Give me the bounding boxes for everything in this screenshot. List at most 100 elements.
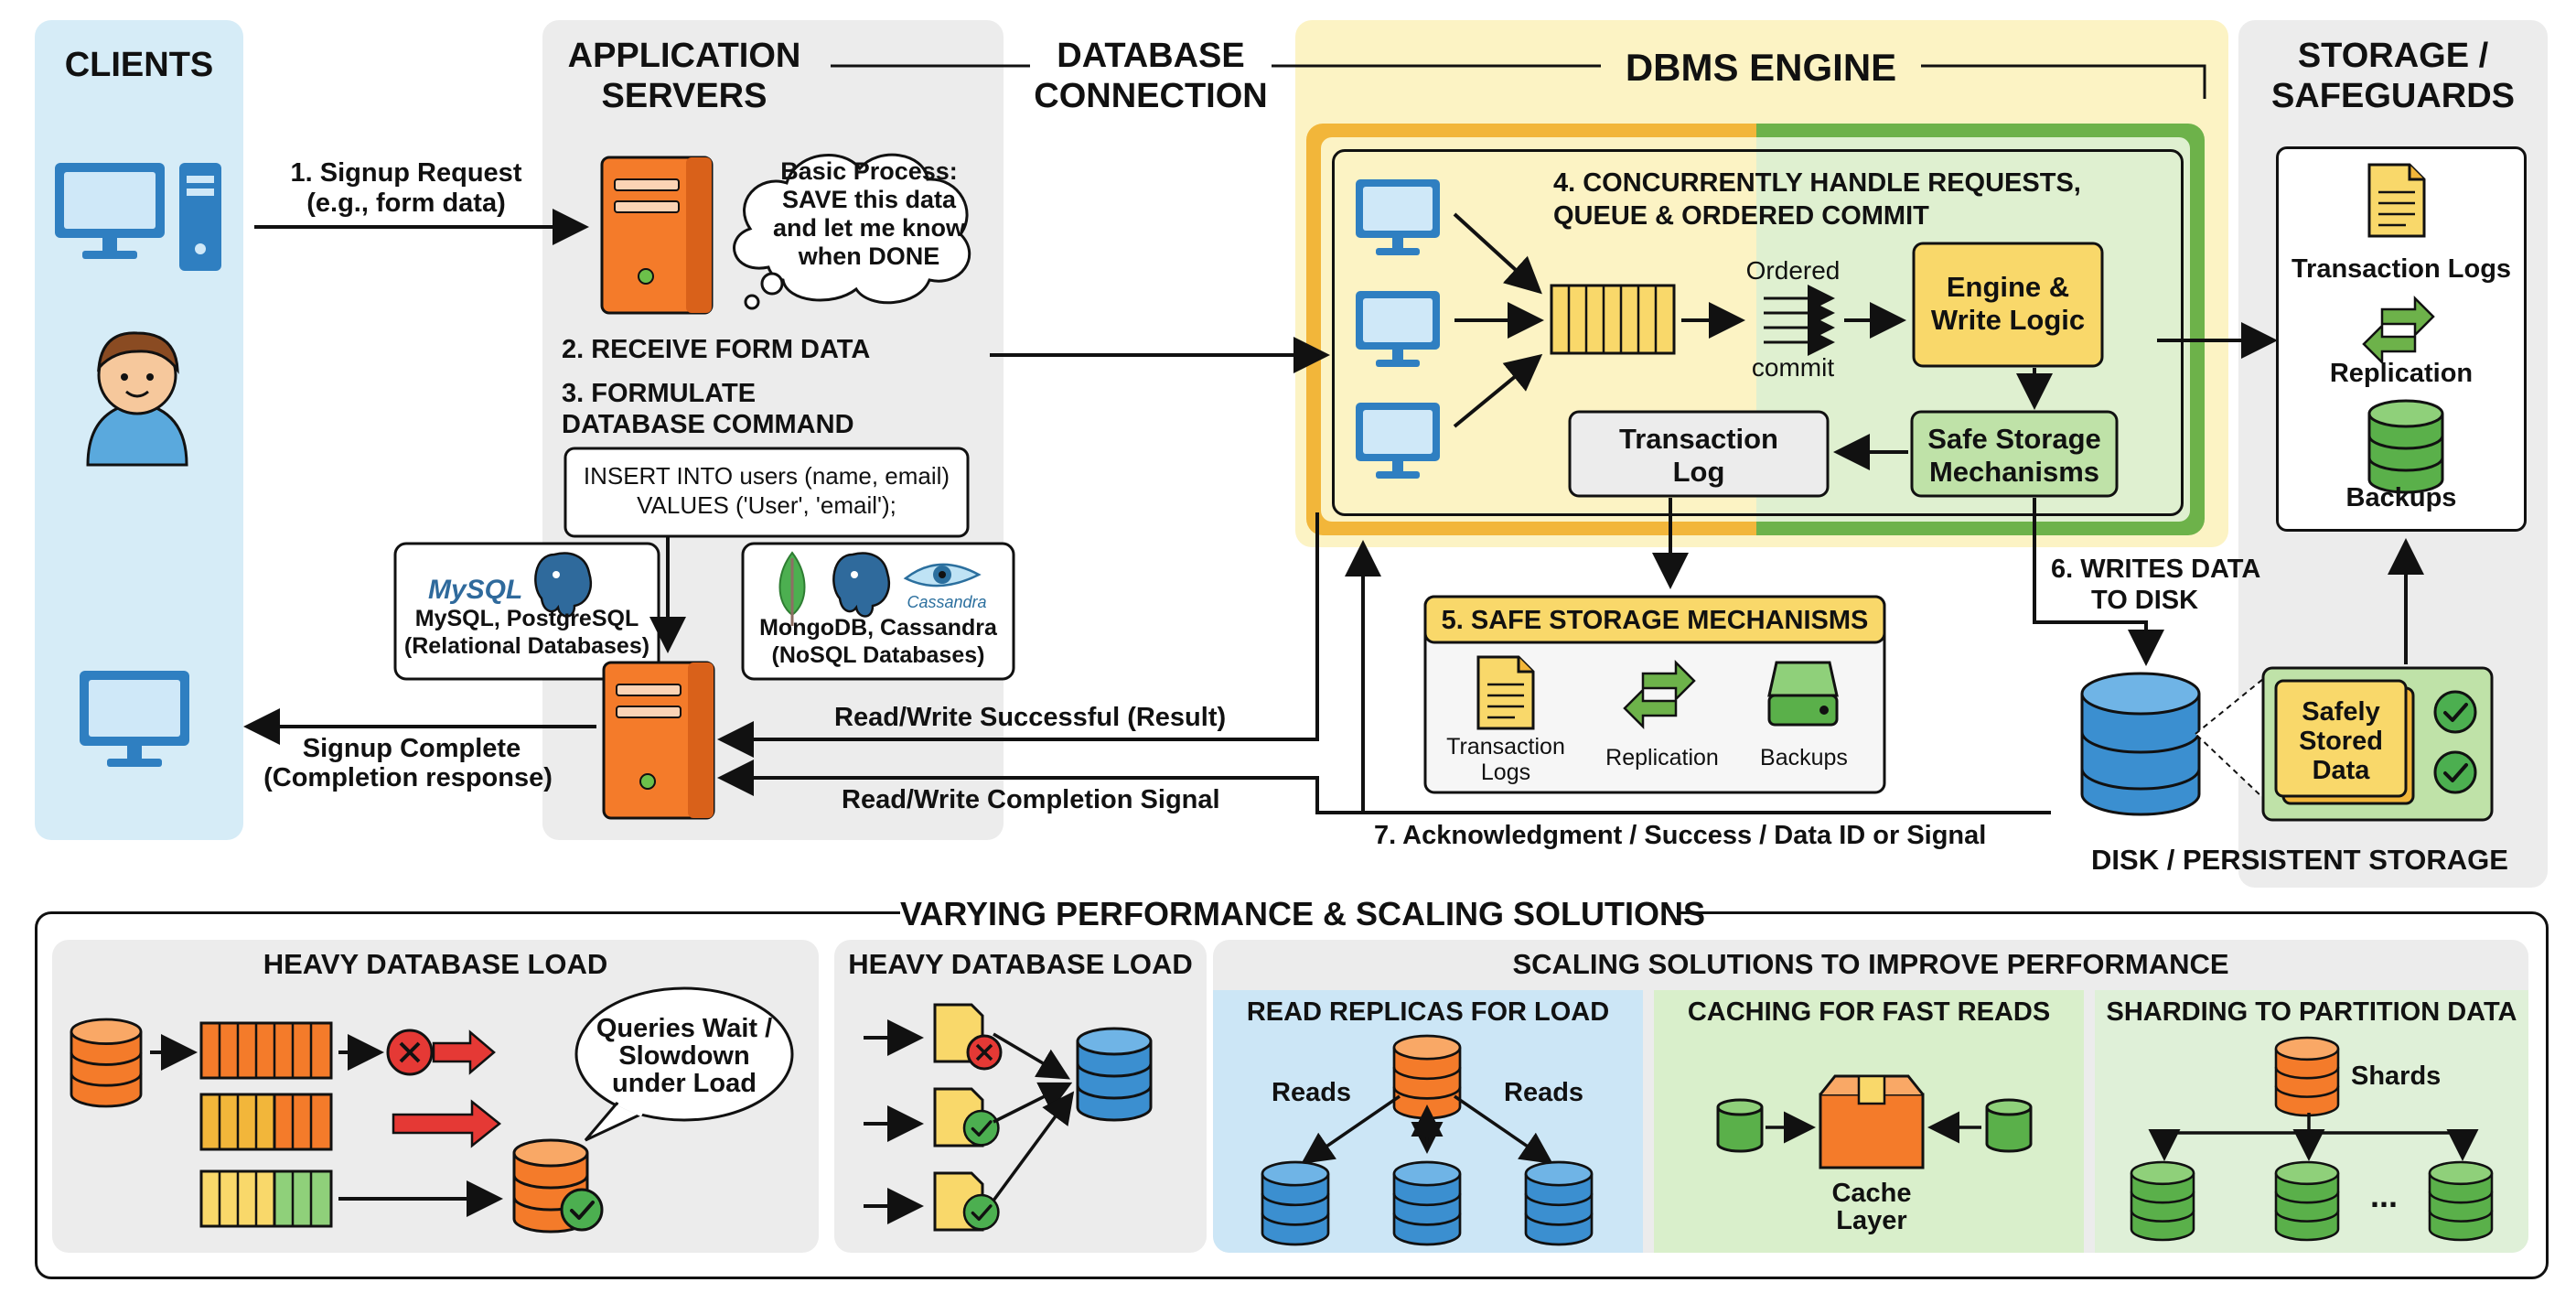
shards-label: Shards xyxy=(2351,1061,2442,1091)
cache-client-db-left xyxy=(1716,1098,1764,1153)
shard-primary-db-icon xyxy=(2274,1036,2340,1117)
relational-sub: (Relational Databases) xyxy=(403,633,650,659)
cache-client-db-right xyxy=(1985,1098,2033,1153)
shard-db-icon-3 xyxy=(2428,1160,2494,1242)
storage-tx-logs-label: Transaction Logs xyxy=(2291,254,2512,284)
signup-request-sub: (e.g., form data) xyxy=(306,189,506,218)
db-connection-title-1: DATABASE xyxy=(1057,37,1245,75)
caching-title: CACHING FOR FAST READS xyxy=(1687,997,2051,1027)
sharding-title: SHARDING TO PARTITION DATA xyxy=(2106,997,2517,1027)
storage-backup-db-icon xyxy=(2367,399,2444,494)
storage-backups-label: Backups xyxy=(2345,483,2457,512)
sql-line-1: INSERT INTO users (name, email) xyxy=(583,462,950,490)
step-3-label-2: DATABASE COMMAND xyxy=(562,410,854,439)
heavy-load-title-1: HEAVY DATABASE LOAD xyxy=(263,948,608,980)
step-5-label: 5. SAFE STORAGE MECHANISMS xyxy=(1441,606,1869,635)
central-db-icon xyxy=(1076,1027,1153,1122)
safe-storage-label-1: Safe Storage xyxy=(1927,423,2101,455)
app-servers-title-1: APPLICATION xyxy=(567,37,801,75)
request-check-icon-1 xyxy=(962,1109,1001,1148)
relational-label: MySQL, PostgreSQL xyxy=(414,606,639,631)
txlog-label-2: Log xyxy=(1672,456,1725,488)
step-4-label-2: QUEUE & ORDERED COMMIT xyxy=(1553,201,1929,231)
replica-db-icon-1 xyxy=(1261,1160,1330,1246)
thought-line-3: and let me know xyxy=(772,214,966,242)
bubble-line-3: under Load xyxy=(612,1069,757,1098)
s5-replication-label: Replication xyxy=(1605,745,1719,770)
storage-replication-label: Replication xyxy=(2329,359,2474,388)
thought-bubble-icon xyxy=(733,153,971,310)
replica-db-icon-3 xyxy=(1524,1160,1594,1246)
signup-request-label: 1. Signup Request xyxy=(290,158,522,188)
sql-line-2: VALUES ('User', 'email'); xyxy=(637,491,896,519)
bubble-line-1: Queries Wait / xyxy=(596,1014,773,1043)
cache-layer-label-2: Layer xyxy=(1836,1206,1907,1235)
dbms-inner-box xyxy=(1332,149,2184,516)
bubble-line-2: Slowdown xyxy=(618,1041,750,1071)
queue-red-icon xyxy=(199,1021,333,1080)
stored-check-icon-1 xyxy=(2433,690,2477,734)
storage-title-2: SAFEGUARDS xyxy=(2270,77,2516,115)
shard-db-icon-1 xyxy=(2130,1160,2195,1242)
safely-stored-label-1: Safely xyxy=(2302,697,2380,727)
transaction-log-box xyxy=(1568,410,1830,498)
storage-document-icon xyxy=(2367,163,2426,238)
engine-label-1: Engine & xyxy=(1946,271,2070,303)
mysql-logo: MySQL xyxy=(428,575,523,605)
client-monitor-icon xyxy=(55,163,165,259)
signup-complete-sub: (Completion response) xyxy=(263,763,553,792)
replica-db-icon-2 xyxy=(1392,1160,1462,1246)
postgresql-logo-2 xyxy=(832,552,890,618)
cache-layer-label-1: Cache xyxy=(1831,1179,1912,1208)
clients-title: CLIENTS xyxy=(64,46,214,84)
s5-document-icon xyxy=(1476,655,1535,730)
request-error-icon xyxy=(966,1034,1003,1071)
thought-line-4: when DONE xyxy=(798,242,940,270)
s5-disk-drive-icon xyxy=(1767,661,1839,727)
heavy-load-db-icon xyxy=(70,1018,143,1108)
ordered-label: Ordered xyxy=(1745,256,1841,285)
engine-label-2: Write Logic xyxy=(1930,304,2086,336)
server-icon-top xyxy=(600,156,714,315)
safe-storage-label-2: Mechanisms xyxy=(1928,456,2100,488)
s5-tx-label-2: Logs xyxy=(1480,760,1531,785)
postgresql-logo xyxy=(534,552,592,618)
queue-orange-icon xyxy=(199,1093,333,1151)
db-connection-title-2: CONNECTION xyxy=(1034,77,1268,115)
sql-box xyxy=(564,447,970,538)
healthy-check-icon xyxy=(560,1188,604,1232)
server-icon-bottom xyxy=(602,661,715,820)
perf-title: VARYING PERFORMANCE & SCALING SOLUTIONS xyxy=(900,895,1706,932)
engine-write-logic-box xyxy=(1912,242,2104,368)
stored-check-icon-2 xyxy=(2433,750,2477,794)
step-6-label-2: TO DISK xyxy=(2091,586,2199,615)
s5-backups-label: Backups xyxy=(1760,745,1848,770)
request-queue-icon xyxy=(1550,284,1676,355)
disk-db-icon xyxy=(2080,672,2201,816)
user-avatar-icon xyxy=(86,331,188,467)
thought-line-1: Basic Process: xyxy=(780,157,958,185)
step-7-label: 7. Acknowledgment / Success / Data ID or… xyxy=(1374,821,1987,850)
commit-label: commit xyxy=(1751,353,1835,382)
client-tower-icon xyxy=(179,163,221,271)
dbms-client-monitor-2 xyxy=(1356,291,1440,367)
signup-complete-label: Signup Complete xyxy=(302,734,521,763)
heavy-load-title-2: HEAVY DATABASE LOAD xyxy=(848,948,1193,980)
primary-db-icon xyxy=(1392,1034,1462,1120)
scaling-title: SCALING SOLUTIONS TO IMPROVE PERFORMANCE xyxy=(1512,948,2229,980)
dbms-client-monitor-3 xyxy=(1356,403,1440,479)
nosql-sub: (NoSQL Databases) xyxy=(771,642,985,668)
rw-completion-label: Read/Write Completion Signal xyxy=(842,785,1220,814)
dbms-title: DBMS ENGINE xyxy=(1625,46,1897,89)
reads-left-label: Reads xyxy=(1272,1078,1352,1107)
s5-tx-label-1: Transaction xyxy=(1446,734,1565,760)
step-2-label: 2. RECEIVE FORM DATA xyxy=(562,335,871,364)
error-x-icon xyxy=(386,1029,434,1076)
perf-title-bg xyxy=(900,893,1678,930)
thought-line-2: SAVE this data xyxy=(781,186,957,213)
reads-right-label: Reads xyxy=(1504,1078,1584,1107)
cassandra-logo xyxy=(903,563,982,587)
step-4-label-1: 4. CONCURRENTLY HANDLE REQUESTS, xyxy=(1553,168,2081,198)
dbms-client-monitor-1 xyxy=(1356,179,1440,255)
